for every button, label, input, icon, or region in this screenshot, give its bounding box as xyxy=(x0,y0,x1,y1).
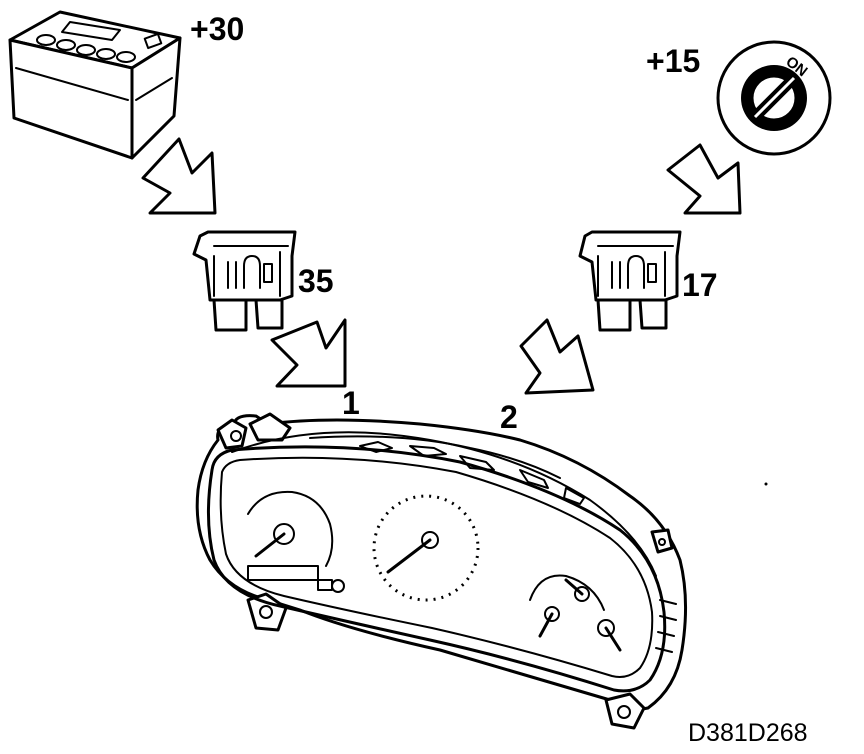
battery-terminal-label: +30 xyxy=(190,11,244,47)
stray-dot xyxy=(764,482,768,486)
instrument-cluster-icon xyxy=(195,412,688,730)
fuse-17-label: 17 xyxy=(682,267,718,303)
figure-code-label: D381D268 xyxy=(688,719,808,747)
fuse-35-label: 35 xyxy=(298,263,334,299)
ignition-switch-icon xyxy=(716,40,832,156)
arrow-battery-to-fuse-icon xyxy=(141,137,217,215)
fuse-35-icon xyxy=(192,230,297,332)
arrow-fuse-17-to-connector-2-icon xyxy=(519,318,595,395)
arrow-ignition-to-fuse-icon xyxy=(666,143,742,215)
arrow-fuse-35-to-connector-1-icon xyxy=(270,318,347,388)
battery-icon xyxy=(8,10,182,160)
ignition-terminal-label: +15 xyxy=(646,43,700,79)
connector-1-label: 1 xyxy=(342,385,360,421)
speedometer-ticks xyxy=(372,494,480,602)
connector-2-label: 2 xyxy=(500,399,518,435)
fuse-17-icon xyxy=(578,230,682,332)
